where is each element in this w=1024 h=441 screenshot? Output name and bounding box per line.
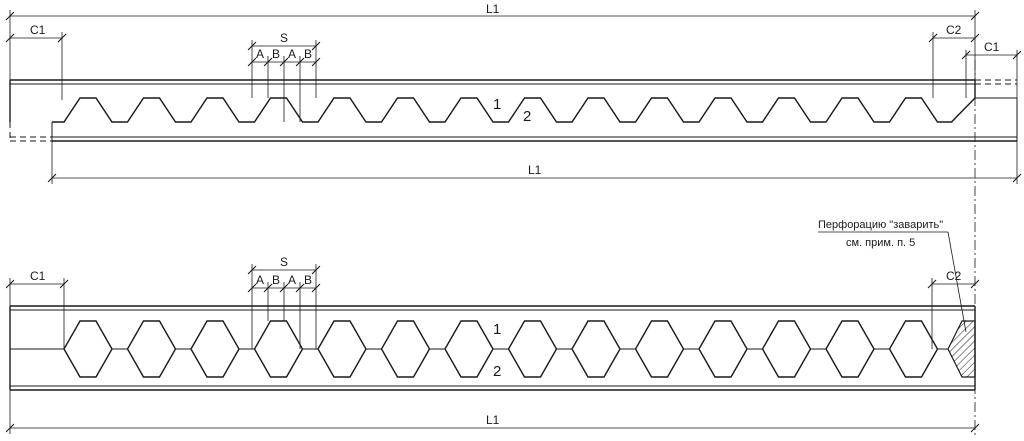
hex-opening [380,320,431,378]
tick [311,283,321,293]
tick [5,423,15,433]
dim-b1-label: B [272,273,280,287]
bottom-part-2-label: 2 [493,363,501,380]
tick [970,279,980,289]
tick [311,265,321,275]
tick [247,283,257,293]
dim-a1-label: A [256,273,264,287]
tick [311,41,321,51]
dim-a2-label: A [288,47,296,61]
tick [5,279,15,289]
hex-opening [63,320,113,378]
tick [59,279,69,289]
tick [57,33,67,43]
tick [279,57,289,67]
hex-opening [698,320,748,378]
top-beam-view: 1 2 [9,79,1018,142]
hex-opening [444,320,494,378]
tick [247,41,257,51]
tick [1012,173,1022,183]
dim-a1-label: A [256,47,264,61]
tick [961,50,971,60]
hex-opening [825,320,875,378]
tick [295,57,305,67]
dim-l1-label: L1 [486,413,500,427]
note-line-2: см. прим. п. 5 [846,237,915,249]
top-part-2-label: 2 [523,108,531,125]
dim-c1-right-label: C1 [984,40,1000,54]
hex-opening [253,320,304,378]
tick [247,57,257,67]
dim-l1-top-label: L1 [486,2,500,16]
dim-s-label: S [280,31,288,45]
tick [970,11,980,21]
hex-opening [634,320,685,378]
dim-s-label: S [280,255,288,269]
tick [928,33,938,43]
bottom-beam-view: 1 2 [9,305,976,391]
tick [1012,50,1022,60]
bottom-part-1-label: 1 [493,321,501,338]
hexagonal-openings [63,320,948,378]
top-part-1-label: 1 [493,96,501,113]
hex-opening [126,320,177,378]
top-dimensions: L1 C1 S A B A B C2 [5,2,1022,184]
hex-opening [761,320,812,378]
tick [47,173,57,183]
bottom-dimensions: C1 S A B A B C2 L1 [5,255,980,434]
tick [247,265,257,275]
dim-b2-label: B [304,273,312,287]
dim-b1-label: B [272,47,280,61]
welded-perforation-hatch [947,320,976,378]
dim-c2-right-label: C2 [946,269,962,283]
hex-opening [888,320,939,378]
cutting-line-zigzag [52,97,976,123]
tick [263,283,273,293]
tick [263,57,273,67]
tick [927,279,937,289]
hex-opening [507,320,558,378]
dim-c2-right-label: C2 [946,23,962,37]
tick [5,11,15,21]
hex-opening [317,320,367,378]
hex-opening [571,320,621,378]
tick [970,33,980,43]
tick [295,283,305,293]
note-leader [947,231,967,333]
tick [970,423,980,433]
weld-note: Перфорацию "заварить" см. прим. п. 5 [818,219,967,333]
dim-c1-left-label: C1 [30,269,46,283]
tick [311,57,321,67]
hex-opening [190,320,240,378]
dim-a2-label: A [288,273,296,287]
tick [5,33,15,43]
dim-c1-left-label: C1 [30,23,46,37]
dim-b2-label: B [304,47,312,61]
tick [279,283,289,293]
note-line-1: Перфорацию "заварить" [818,219,943,231]
dim-l1-bottom-label: L1 [528,163,542,177]
